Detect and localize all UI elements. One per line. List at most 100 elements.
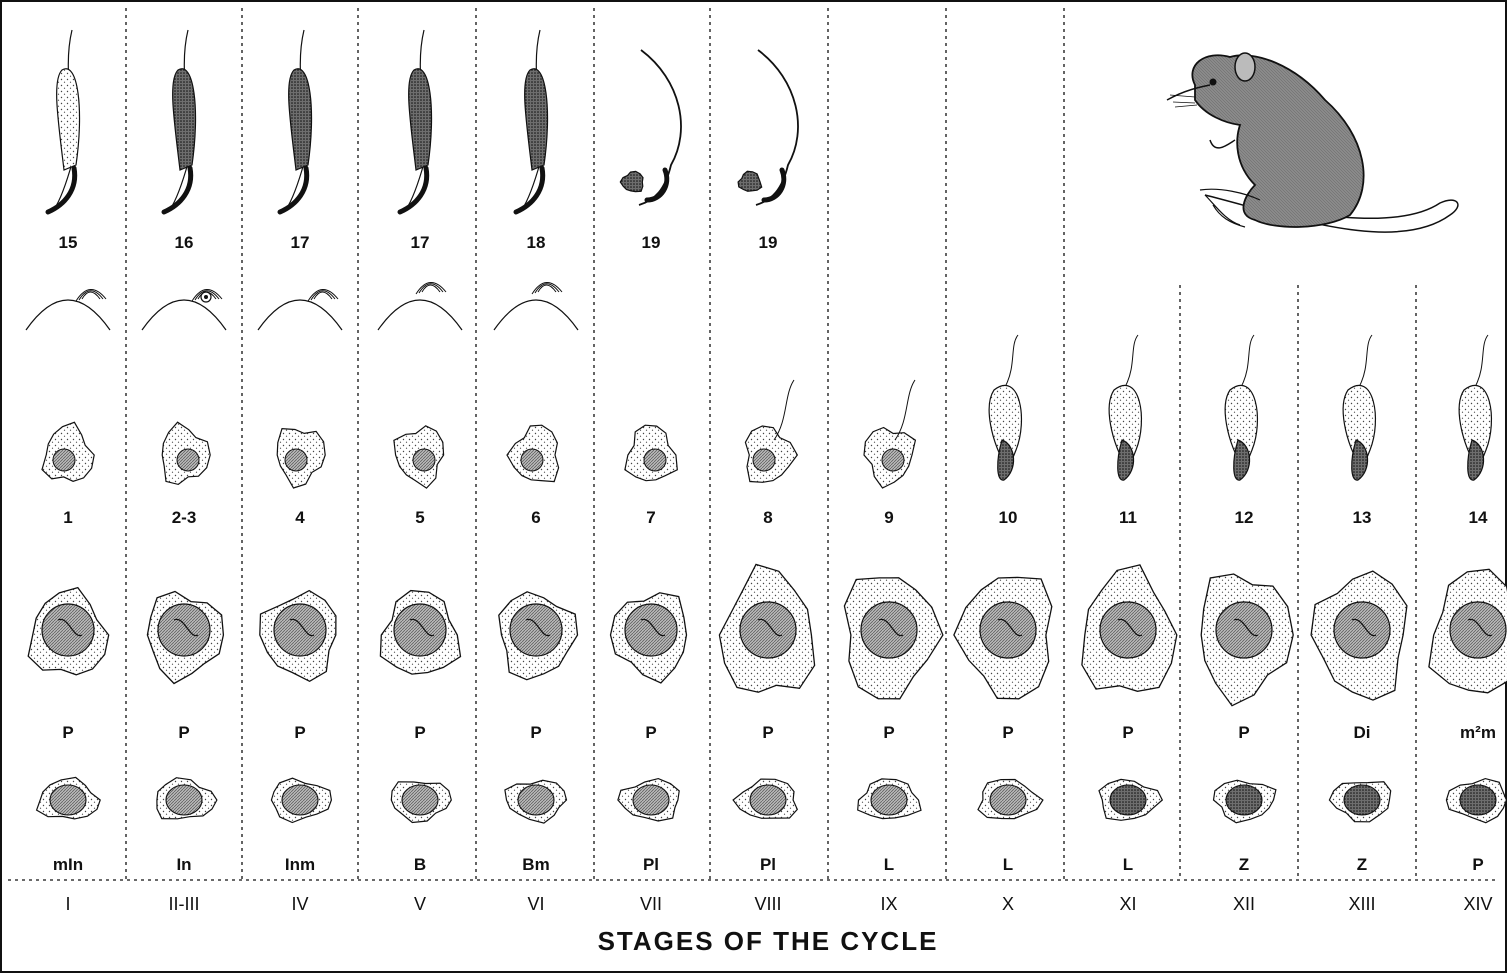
mid-number-label: 4	[295, 508, 305, 527]
spermatogonium-label: mIn	[53, 855, 83, 874]
spermatogonium	[1329, 782, 1390, 822]
spermatogonium	[1099, 779, 1162, 820]
mid-number-label: 9	[884, 508, 893, 527]
spermatogonium	[391, 782, 451, 823]
stage-label: IX	[880, 894, 897, 914]
late-spermatid	[280, 30, 312, 212]
spermatocyte	[844, 578, 943, 699]
early-spermatid	[1109, 335, 1141, 480]
stage-label: VI	[527, 894, 544, 914]
late-spermatid	[738, 50, 798, 205]
mid-number-label: 1	[63, 508, 72, 527]
spermatocyte-label: P	[294, 723, 305, 742]
spermatogonium-label: In	[176, 855, 191, 874]
spermatogonium	[978, 780, 1043, 819]
caption: STAGES OF THE CYCLE	[598, 926, 939, 956]
spermatocyte-label: P	[530, 723, 541, 742]
spermatogonium	[37, 777, 101, 819]
early-spermatid	[42, 422, 94, 481]
spermatogonium-label: L	[1003, 855, 1013, 874]
spermatogonia-row	[37, 777, 1507, 823]
spermatogonium	[505, 780, 567, 823]
early-spermatid	[507, 425, 559, 481]
spermatogonium	[157, 778, 217, 819]
pachytene-row	[28, 564, 1507, 705]
stage-label: VIII	[754, 894, 781, 914]
early-spermatid	[864, 380, 915, 488]
late-spermatid	[400, 30, 432, 212]
spermatocyte-label: P	[414, 723, 425, 742]
spermatocyte	[1201, 574, 1293, 706]
early-spermatid	[625, 425, 677, 481]
top-number-label: 18	[527, 233, 546, 252]
spermatogonium-label: B	[414, 855, 426, 874]
mid-number-label: 10	[999, 508, 1018, 527]
spermatogonium-label: Pl	[760, 855, 776, 874]
spermatogonium-label: Inm	[285, 855, 315, 874]
spermatocyte-label: P	[762, 723, 773, 742]
spermatocyte	[28, 588, 109, 675]
late-spermatid	[48, 30, 80, 212]
mid-number-label: 11	[1119, 508, 1137, 527]
acrosome-arc	[378, 282, 462, 330]
mid-number-label: 7	[646, 508, 655, 527]
acrosome-arc	[26, 289, 110, 330]
late-spermatid	[164, 30, 196, 212]
spermatocyte-label: P	[883, 723, 894, 742]
spermatocyte-label: P	[178, 723, 189, 742]
spermatocyte-label: P	[645, 723, 656, 742]
stage-label: X	[1002, 894, 1014, 914]
spermatocyte	[147, 592, 223, 684]
spermatocyte	[1082, 565, 1177, 691]
stage-label: XIII	[1348, 894, 1375, 914]
spermatocyte-label: Di	[1354, 723, 1371, 742]
spermatocyte-label: P	[1122, 723, 1133, 742]
early-spermatid	[1459, 335, 1491, 480]
spermatogonium-label: Bm	[522, 855, 549, 874]
spermatogonium	[733, 779, 797, 818]
early-spermatid	[162, 422, 210, 484]
early-spermatid	[1343, 335, 1375, 480]
top-number-label: 19	[759, 233, 778, 252]
spermatogonium	[858, 779, 921, 819]
top-number-label: 17	[411, 233, 430, 252]
spermatocyte	[611, 593, 687, 683]
spermatogonium	[618, 779, 679, 821]
stage-label: V	[414, 894, 426, 914]
spermatogonium	[1214, 780, 1276, 823]
acrosome-row	[26, 282, 578, 330]
top-number-label: 15	[59, 233, 78, 252]
early-spermatid	[745, 380, 797, 482]
spermatogonium-label: P	[1472, 855, 1483, 874]
top-number-label: 17	[291, 233, 310, 252]
stage-label: I	[65, 894, 70, 914]
late-spermatid	[620, 50, 681, 205]
mid-number-label: 6	[531, 508, 540, 527]
early-spermatid	[394, 426, 444, 488]
spermatocyte	[954, 577, 1052, 698]
spermatocyte	[499, 592, 578, 680]
spermatocyte	[1311, 571, 1407, 700]
late-spermatid	[516, 30, 548, 212]
mid-number-label: 14	[1469, 508, 1488, 527]
spermatocyte-label: P	[62, 723, 73, 742]
spermatocyte-label: P	[1238, 723, 1249, 742]
stage-label: IV	[291, 894, 308, 914]
spermatogonium-label: Pl	[643, 855, 659, 874]
top-number-label: 19	[642, 233, 661, 252]
acrosome-arc	[494, 282, 578, 330]
spermatogonium-label: L	[1123, 855, 1133, 874]
early-spermatid	[1225, 335, 1257, 480]
acrosome-arc	[142, 289, 226, 330]
mid-number-label: 5	[415, 508, 424, 527]
mid-number-label: 8	[763, 508, 772, 527]
spermatocyte	[1429, 569, 1507, 693]
spermatogonium-label: Z	[1357, 855, 1367, 874]
stage-label: XI	[1119, 894, 1136, 914]
mid-number-label: 12	[1235, 508, 1254, 527]
stage-label: VII	[640, 894, 662, 914]
acrosome-arc	[258, 289, 342, 330]
stage-label: XIV	[1463, 894, 1492, 914]
